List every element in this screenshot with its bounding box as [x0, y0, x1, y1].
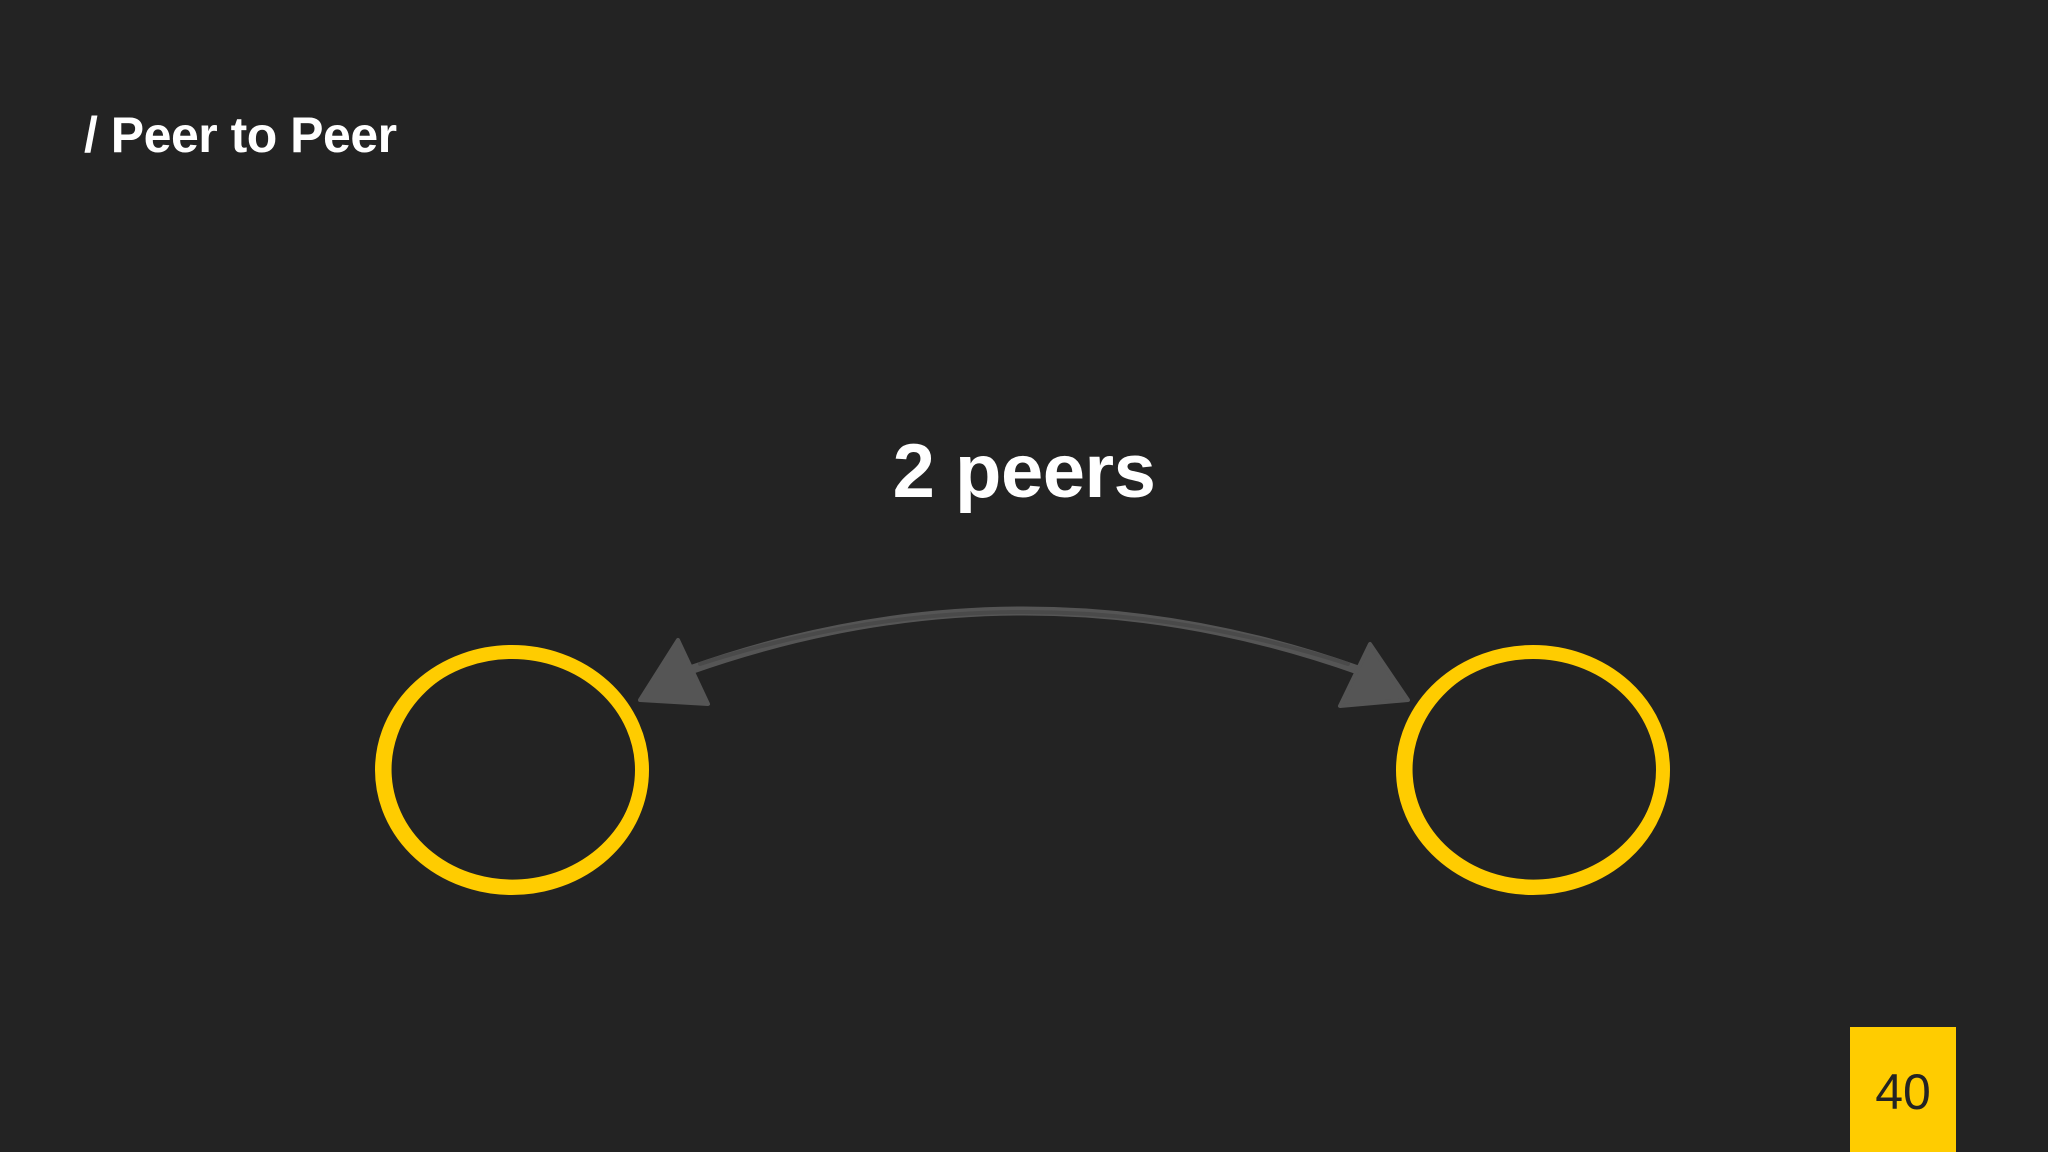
page-number-badge: 40	[1850, 1027, 1956, 1152]
arrow-head-left	[638, 638, 710, 706]
peer-node-right	[1396, 645, 1670, 895]
slide-heading: 2 peers	[892, 429, 1156, 514]
arrow-line-texture	[698, 610, 1350, 666]
page-number: 40	[1875, 1064, 1931, 1120]
peer-node-left	[375, 645, 649, 895]
bidirectional-arrow	[638, 606, 1410, 708]
section-title: / Peer to Peer	[84, 107, 397, 163]
arrow-head-right	[1338, 642, 1410, 708]
